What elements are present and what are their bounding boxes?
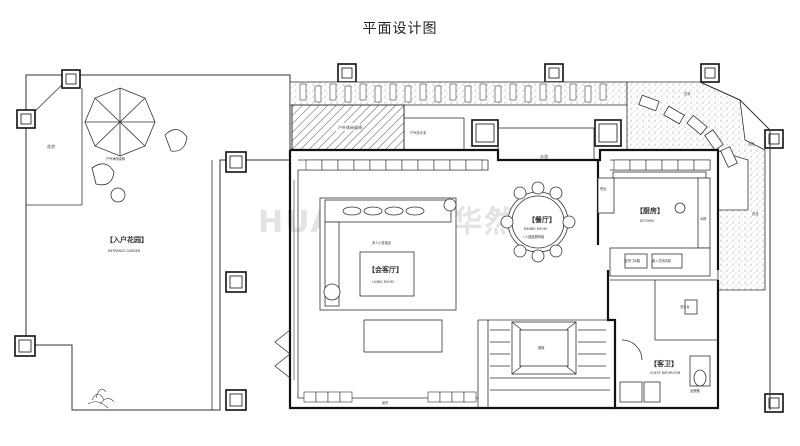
terrace-label-bg	[336, 123, 360, 131]
window-panels-bottom	[303, 391, 477, 403]
living-room-en: LIVING ROOM	[372, 280, 394, 284]
umbrella-table-icon	[84, 87, 188, 203]
flower-bed-right-top: 花池	[684, 91, 691, 96]
house-walls	[288, 148, 720, 410]
flower-bed-right-mid: 花池	[748, 141, 755, 146]
guest-bath-name: 【客卫】	[650, 359, 678, 368]
dining-room-en: DINING ROOM	[524, 227, 547, 231]
plant-icon	[87, 388, 115, 409]
columns	[14, 63, 784, 413]
guest-bathroom-fixtures	[619, 299, 711, 403]
sofa-group	[319, 197, 457, 353]
entrance-room-en: ENTRANCE GARDEN	[108, 249, 141, 253]
kitchen-counters	[597, 171, 711, 277]
sofa-label: 多人沙发组合	[372, 240, 392, 245]
basin-label: 洗手台	[680, 304, 690, 309]
stair-label: 楼梯	[538, 345, 545, 350]
outdoor-table-label: 户外休闲桌椅	[106, 156, 126, 161]
fridge-col-label: 双开门冰箱	[624, 258, 641, 263]
kitchen-en: KITCHEN	[640, 219, 654, 223]
right-outer-wall	[699, 81, 771, 410]
sink-label: 水槽	[700, 216, 707, 221]
top-pavement	[289, 81, 628, 106]
terrace-label: 户外休闲桌椅	[338, 124, 362, 130]
outdoor-wash-label: 户外洗手池	[410, 130, 427, 135]
washer-label: 嵌入式消毒柜	[652, 258, 672, 263]
window-panels-top	[305, 159, 711, 171]
dining-room-name: 【餐厅】	[528, 215, 556, 224]
guest-bath-en: GUEST BATHROOM	[650, 371, 680, 375]
kitchen-bar-label: 吧台	[600, 186, 606, 191]
pool-label: 水池	[540, 153, 548, 159]
stepping-stones	[638, 94, 738, 168]
curtain-label: 窗帘	[382, 400, 388, 405]
entrance-garden-outline	[25, 74, 291, 411]
dining-note: 八人圆桌餐椅组	[522, 234, 545, 239]
kitchen-name: 【厨房】	[636, 206, 664, 215]
flower-bed-left-label: 花池	[47, 143, 55, 149]
living-room-name: 【会客厅】	[368, 265, 403, 274]
flower-bed-right-bot: 花池	[752, 211, 759, 216]
entry-door	[274, 329, 291, 379]
stairs	[490, 321, 610, 391]
entrance-room-name: 【入户花园】	[106, 235, 148, 244]
dining-table	[500, 181, 576, 263]
toilet-label: 坐便器	[690, 388, 700, 393]
pavement-slabs	[299, 83, 607, 103]
page-title: 平面设计图	[362, 21, 438, 37]
